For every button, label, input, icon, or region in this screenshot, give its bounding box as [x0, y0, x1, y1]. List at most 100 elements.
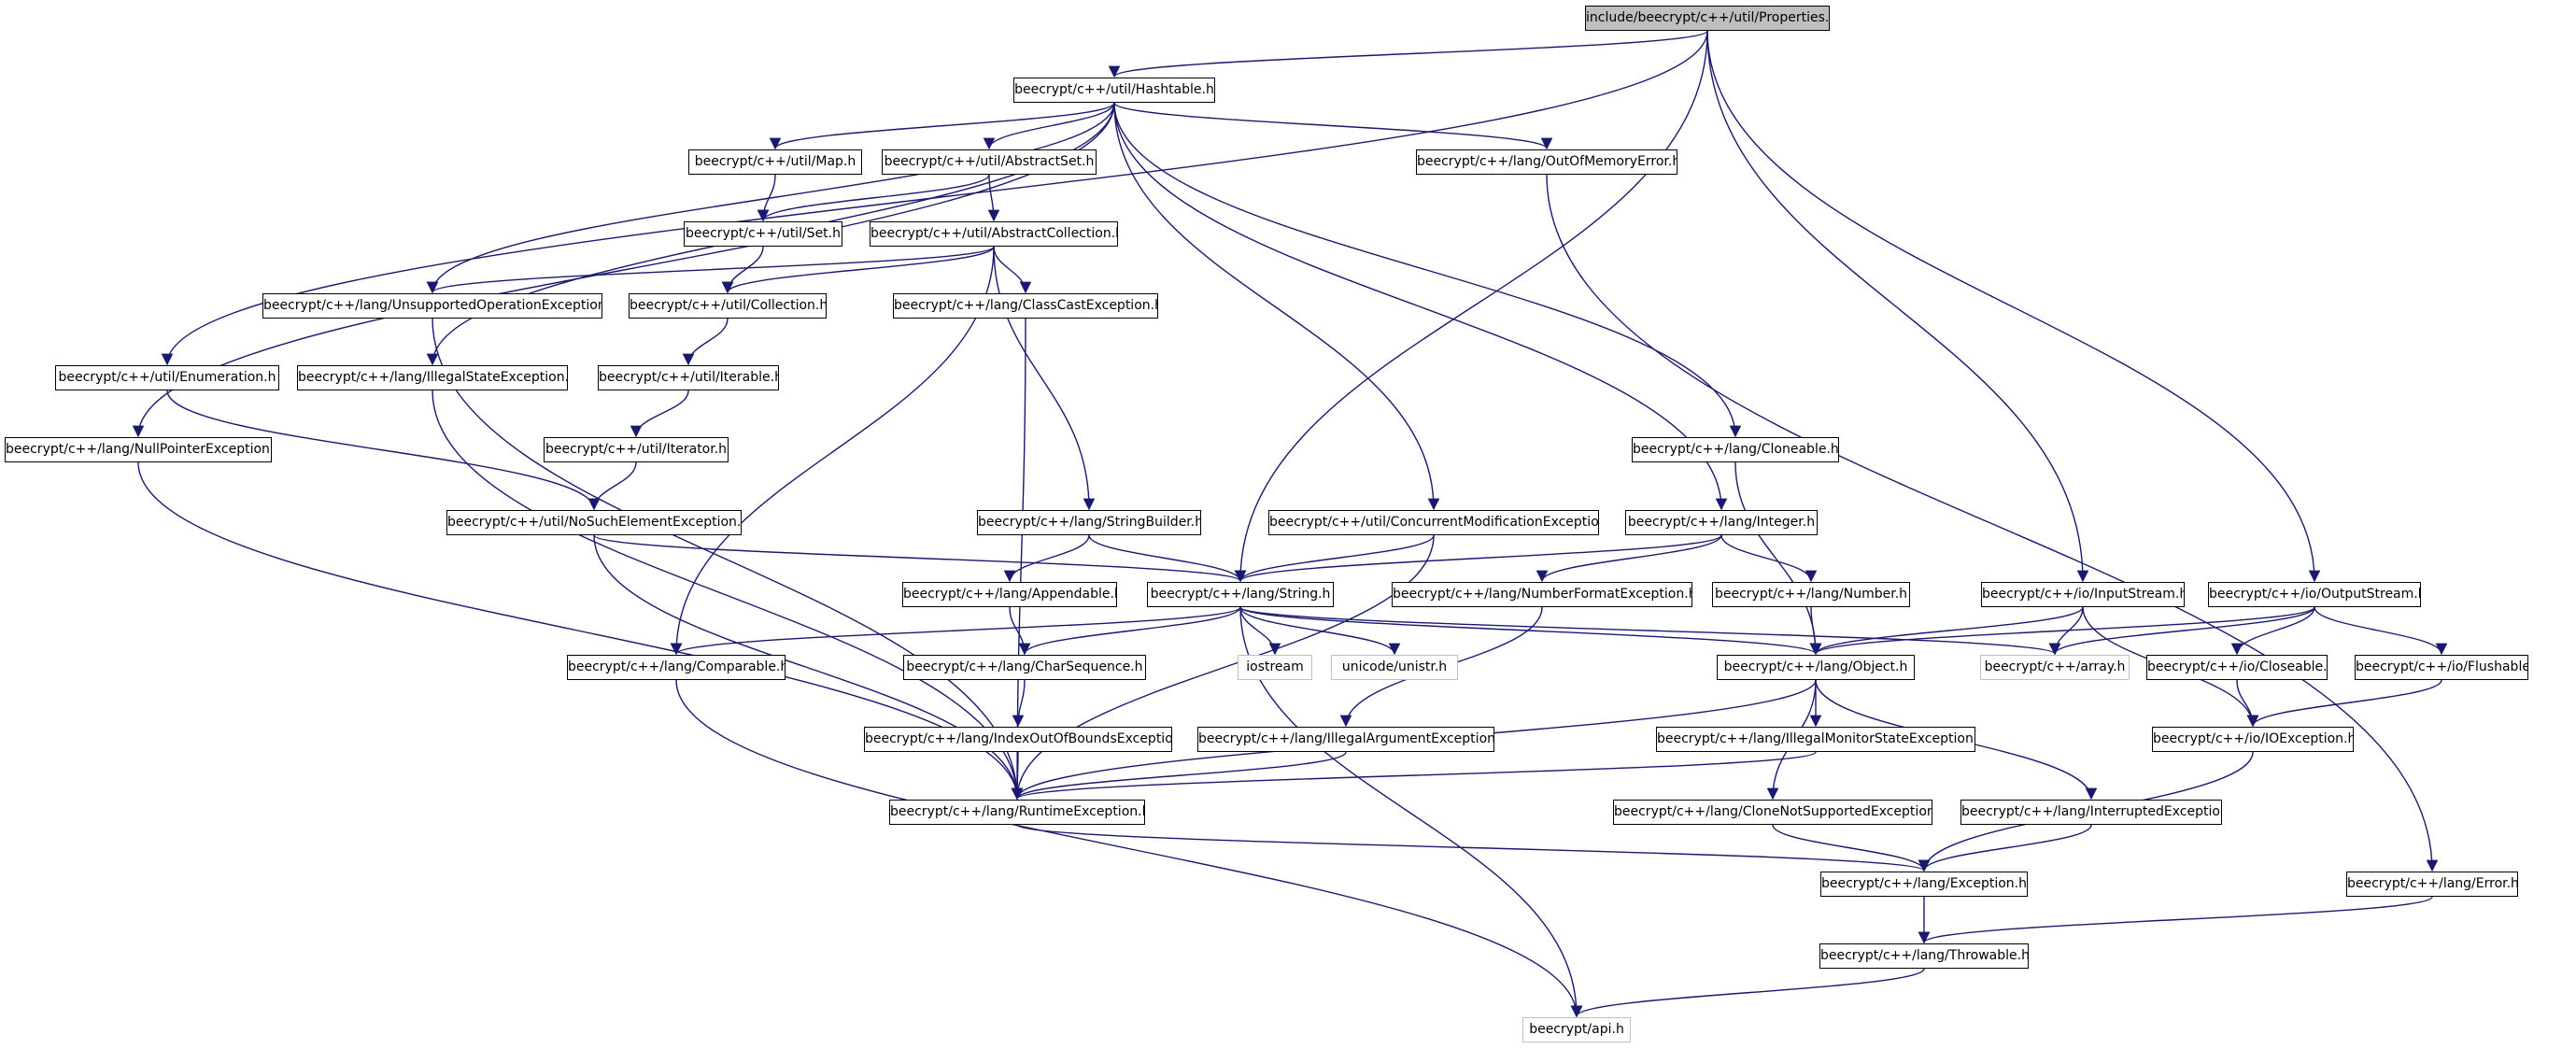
- node-array: beecrypt/c++/array.h: [1980, 655, 2130, 680]
- node-appendable[interactable]: beecrypt/c++/lang/Appendable.h: [902, 582, 1117, 607]
- node-exception[interactable]: beecrypt/c++/lang/Exception.h: [1820, 872, 2028, 897]
- node-nosuchelement[interactable]: beecrypt/c++/util/NoSuchElementException…: [446, 510, 742, 535]
- node-classcast[interactable]: beecrypt/c++/lang/ClassCastException.h: [893, 293, 1158, 319]
- edge-throwable-to-api: [1570, 968, 1925, 1018]
- edge-concurrent-to-runtime: [1011, 534, 1435, 801]
- node-runtime[interactable]: beecrypt/c++/lang/RuntimeException.h: [889, 800, 1145, 825]
- node-integer[interactable]: beecrypt/c++/lang/Integer.h: [1625, 510, 1818, 535]
- edge-iterable-to-iterator: [630, 390, 689, 438]
- node-string[interactable]: beecrypt/c++/lang/String.h: [1147, 582, 1334, 607]
- node-outputstream[interactable]: beecrypt/c++/io/OutputStream.h: [2208, 582, 2421, 607]
- edge-illegalargument-to-runtime: [1011, 751, 1347, 801]
- node-illegalargument[interactable]: beecrypt/c++/lang/IllegalArgumentExcepti…: [1197, 727, 1494, 752]
- edge-string-to-iostream: [1239, 606, 1281, 656]
- node-outofmemory[interactable]: beecrypt/c++/lang/OutOfMemoryError.h: [1416, 149, 1677, 175]
- edge-outofmemory-to-error: [1546, 174, 2439, 872]
- edge-hashtable-to-unsupported: [426, 102, 1115, 294]
- edge-enumeration-to-nosuchelement: [166, 390, 601, 511]
- edge-nosuchelement-to-runtime: [593, 534, 1024, 801]
- node-iterable[interactable]: beecrypt/c++/util/Iterable.h: [598, 365, 779, 390]
- edge-abstractcollection-to-classcast: [993, 246, 1032, 294]
- edge-abstractcollection-to-stringbuilder: [993, 246, 1096, 511]
- edge-stringbuilder-to-string: [1088, 534, 1247, 583]
- edge-integer-to-number: [1720, 534, 1818, 583]
- edge-outputstream-to-object: [1809, 606, 2315, 656]
- edge-iterator-to-nosuchelement: [587, 461, 637, 511]
- node-abstractset[interactable]: beecrypt/c++/util/AbstractSet.h: [882, 149, 1097, 175]
- edge-charsequence-to-indexoutofbounds: [1012, 679, 1026, 728]
- node-unsupported[interactable]: beecrypt/c++/lang/UnsupportedOperationEx…: [262, 293, 602, 319]
- node-error[interactable]: beecrypt/c++/lang/Error.h: [2346, 872, 2518, 897]
- node-api: beecrypt/api.h: [1522, 1017, 1631, 1042]
- edge-abstractcollection-to-collection: [721, 246, 995, 294]
- edge-set-to-collection: [721, 246, 764, 294]
- node-iterator[interactable]: beecrypt/c++/util/Iterator.h: [544, 437, 729, 462]
- edge-properties-to-string: [1234, 30, 1708, 583]
- edge-hashtable-to-outofmemory: [1113, 102, 1553, 150]
- edge-hashtable-to-integer: [1113, 102, 1728, 511]
- edge-integer-to-numberformat: [1536, 534, 1722, 583]
- edge-hashtable-to-map: [769, 102, 1115, 150]
- edge-hashtable-to-abstractset: [983, 102, 1115, 150]
- edge-properties-to-outputstream: [1706, 30, 2321, 583]
- edge-error-to-throwable: [1918, 896, 2433, 944]
- node-set[interactable]: beecrypt/c++/util/Set.h: [684, 221, 842, 247]
- edge-outputstream-to-closeable: [2230, 606, 2315, 656]
- node-object[interactable]: beecrypt/c++/lang/Object.h: [1717, 655, 1915, 680]
- edge-properties-to-inputstream: [1706, 30, 2089, 583]
- edge-collection-to-iterable: [682, 318, 729, 366]
- edge-nosuchelement-to-string: [593, 534, 1246, 583]
- edge-stringbuilder-to-appendable: [1003, 534, 1090, 583]
- node-concurrent[interactable]: beecrypt/c++/util/ConcurrentModification…: [1268, 510, 1599, 535]
- node-indexoutofbounds[interactable]: beecrypt/c++/lang/IndexOutOfBoundsExcept…: [864, 727, 1172, 752]
- edge-outputstream-to-flushable: [2314, 606, 2448, 656]
- node-illegalstate[interactable]: beecrypt/c++/lang/IllegalStateException.…: [297, 365, 568, 390]
- edge-abstractset-to-abstractcollection: [987, 174, 1000, 222]
- edge-illegalstate-to-runtime: [432, 390, 1024, 801]
- node-hashtable[interactable]: beecrypt/c++/util/Hashtable.h: [1013, 78, 1215, 103]
- node-collection[interactable]: beecrypt/c++/util/Collection.h: [629, 293, 827, 319]
- node-illegalmonitor[interactable]: beecrypt/c++/lang/IllegalMonitorStateExc…: [1656, 727, 1975, 752]
- edge-flushable-to-ioexception: [2246, 679, 2442, 728]
- edge-integer-to-string: [1234, 534, 1722, 583]
- node-ioexception[interactable]: beecrypt/c++/io/IOException.h: [2152, 727, 2354, 752]
- edge-appendable-to-charsequence: [1009, 606, 1031, 656]
- edge-runtime-to-exception: [1016, 824, 1930, 872]
- edge-outputstream-to-array: [2048, 606, 2315, 656]
- edge-string-to-charsequence: [1018, 606, 1241, 656]
- edge-string-to-array: [1239, 606, 2060, 656]
- node-stringbuilder[interactable]: beecrypt/c++/lang/StringBuilder.h: [977, 510, 1201, 535]
- edge-concurrent-to-string: [1234, 534, 1435, 583]
- node-unistr: unicode/unistr.h: [1331, 655, 1458, 680]
- edge-string-to-comparable: [671, 606, 1241, 656]
- node-properties[interactable]: include/beecrypt/c++/util/Properties.h: [1585, 6, 1830, 31]
- node-closeable[interactable]: beecrypt/c++/io/Closeable.h: [2146, 655, 2328, 680]
- edge-comparable-to-api: [675, 679, 1583, 1018]
- edge-clonenotsupported-to-exception: [1772, 824, 1931, 872]
- edge-closeable-to-ioexception: [2236, 679, 2259, 728]
- edge-hashtable-to-concurrent: [1113, 102, 1440, 511]
- node-nullpointer[interactable]: beecrypt/c++/lang/NullPointerException.h: [5, 437, 272, 462]
- edge-inputstream-to-object: [1809, 606, 2084, 656]
- node-inputstream[interactable]: beecrypt/c++/io/InputStream.h: [1981, 582, 2185, 607]
- node-comparable[interactable]: beecrypt/c++/lang/Comparable.h: [567, 655, 786, 680]
- node-map[interactable]: beecrypt/c++/util/Map.h: [688, 149, 862, 175]
- node-enumeration[interactable]: beecrypt/c++/util/Enumeration.h: [55, 365, 279, 390]
- node-abstractcollection[interactable]: beecrypt/c++/util/AbstractCollection.h: [870, 221, 1118, 247]
- node-cloneable[interactable]: beecrypt/c++/lang/Cloneable.h: [1632, 437, 1839, 462]
- node-iostream: iostream: [1238, 655, 1312, 680]
- node-charsequence[interactable]: beecrypt/c++/lang/CharSequence.h: [903, 655, 1146, 680]
- node-numberformat[interactable]: beecrypt/c++/lang/NumberFormatException.…: [1392, 582, 1692, 607]
- edge-abstractcollection-to-unsupported: [427, 246, 995, 294]
- edge-abstractset-to-set: [757, 174, 990, 222]
- node-clonenotsupported[interactable]: beecrypt/c++/lang/CloneNotSupportedExcep…: [1613, 800, 1932, 825]
- node-throwable[interactable]: beecrypt/c++/lang/Throwable.h: [1819, 943, 2029, 969]
- edge-interrupted-to-exception: [1918, 824, 2092, 872]
- edge-hashtable-to-cloneable: [1113, 102, 1742, 438]
- edge-cloneable-to-object: [1734, 461, 1822, 656]
- node-flushable[interactable]: beecrypt/c++/io/Flushable.h: [2355, 655, 2528, 680]
- edge-number-to-object: [1809, 606, 1822, 656]
- node-interrupted[interactable]: beecrypt/c++/lang/InterruptedException.h: [1960, 800, 2222, 825]
- node-number[interactable]: beecrypt/c++/lang/Number.h: [1712, 582, 1910, 607]
